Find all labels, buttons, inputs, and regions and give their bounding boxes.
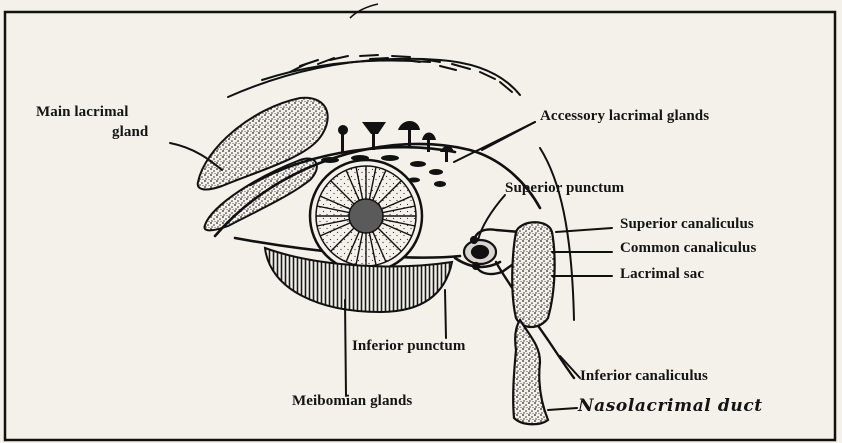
label-main-lacrimal-line1: Main lacrimal — [36, 104, 129, 121]
label-inferior-punctum: Inferior punctum — [352, 338, 465, 355]
label-lacrimal-sac: Lacrimal sac — [620, 266, 704, 283]
main-lacrimal-gland — [198, 98, 328, 231]
label-accessory-lacrimal-glands: Accessory lacrimal glands — [540, 108, 709, 125]
label-superior-punctum: Superior punctum — [505, 180, 624, 197]
lacrimal-sac — [512, 222, 554, 424]
iris — [310, 160, 422, 272]
label-superior-canaliculus: Superior canaliculus — [620, 216, 754, 233]
label-common-canaliculus: Common canaliculus — [620, 240, 756, 257]
eyebrow — [228, 55, 520, 97]
label-nasolacrimal-duct: Nasolacrimal duct — [578, 396, 763, 416]
label-meibomian-glands: Meibomian glands — [292, 393, 412, 410]
label-inferior-canaliculus: Inferior canaliculus — [580, 368, 708, 385]
label-main-lacrimal-line2: gland — [112, 124, 148, 141]
